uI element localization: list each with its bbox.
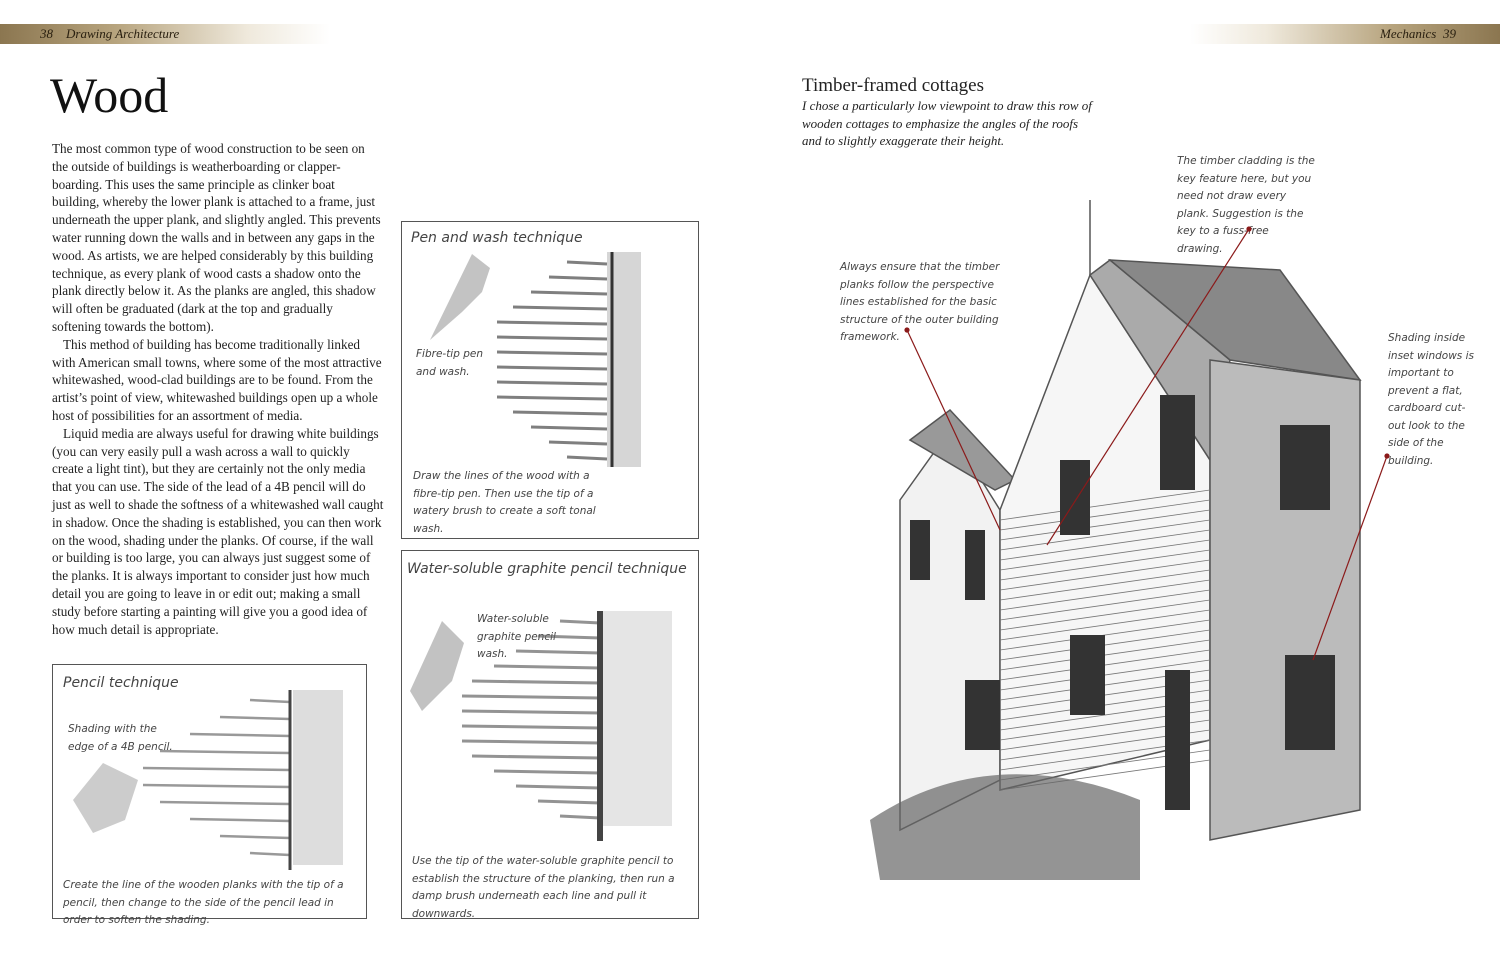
box-caption: Create the line of the wooden planks wit… — [63, 879, 344, 926]
plank-stroke — [530, 290, 608, 296]
cladding-line — [999, 509, 1211, 541]
pencil-illustration — [73, 690, 343, 870]
pencil-box: Pencil technique Shading with the edge o… — [52, 664, 367, 926]
plank-stroke — [548, 440, 608, 446]
box-label: Water-soluble graphite pencil wash. — [477, 613, 556, 660]
page-title: Wood — [50, 67, 169, 123]
plank-stroke — [512, 305, 608, 311]
plank-stroke — [159, 800, 291, 806]
annotation-perspective: Always ensure that the timber planks fol… — [840, 261, 1000, 343]
plank-stroke — [530, 425, 608, 431]
annotation-windows: Shading inside inset windows is importan… — [1388, 332, 1474, 467]
pointer-line — [1046, 228, 1250, 546]
pen-wash-box: Pen and wash technique Fibre-tip pen and… — [401, 221, 699, 539]
plank-stroke — [471, 754, 601, 760]
paragraph: The most common type of wood constructio… — [52, 141, 381, 334]
cladding-line — [999, 609, 1211, 641]
pointer-line — [1312, 455, 1388, 661]
plank-stroke — [219, 715, 291, 721]
header-left: 38 Drawing Architecture — [0, 24, 330, 44]
plank-stroke — [496, 395, 608, 401]
plank-stroke — [566, 455, 608, 461]
box-label: Shading with the edge of a 4B pencil. — [68, 723, 173, 753]
plank-stroke — [515, 784, 601, 790]
paragraph: Liquid media are always useful for drawi… — [52, 425, 384, 637]
cladding-line — [999, 539, 1211, 571]
plank-stroke — [496, 380, 608, 386]
cladding-line — [999, 599, 1211, 631]
graphite-illustration — [410, 611, 672, 841]
plank-stroke — [548, 275, 608, 281]
plank-stroke — [566, 260, 608, 266]
plank-stroke — [159, 749, 291, 755]
plank-stroke — [249, 698, 291, 704]
plank-stroke — [189, 817, 291, 823]
body-text: The most common type of wood constructio… — [52, 140, 384, 638]
plank-stroke — [461, 724, 601, 730]
plank-stroke — [461, 739, 601, 745]
annotation-cladding: The timber cladding is the key feature h… — [1177, 155, 1315, 255]
plank-stroke — [496, 335, 608, 341]
pen-wash-illustration — [430, 252, 641, 467]
cladding-line — [999, 499, 1211, 531]
plank-stroke — [496, 365, 608, 371]
paragraph: This method of building has become tradi… — [52, 336, 382, 423]
cladding-line — [999, 519, 1211, 551]
box-title: Pen and wash technique — [411, 230, 583, 246]
box-caption: Use the tip of the water-soluble graphit… — [412, 855, 675, 920]
water-soluble-box: Water-soluble graphite pencil technique … — [401, 550, 699, 920]
plank-stroke — [461, 694, 601, 700]
plank-stroke — [559, 619, 601, 625]
cladding-line — [999, 549, 1211, 581]
page-number-left: 38 — [40, 26, 53, 41]
cladding-line — [999, 489, 1211, 521]
plank-stroke — [496, 350, 608, 356]
cladding-line — [999, 589, 1211, 621]
cladding-line — [999, 529, 1211, 561]
plank-stroke — [559, 814, 601, 820]
plank-stroke — [537, 799, 601, 805]
pointer-line — [906, 329, 1001, 531]
header-right: Mechanics 39 — [1190, 24, 1500, 44]
box-caption: Draw the lines of the wood with a fibre-… — [413, 470, 596, 535]
box-label: Fibre-tip pen and wash. — [416, 348, 484, 378]
section-name-left: Drawing Architecture — [66, 26, 180, 41]
section-intro: I chose a particularly low viewpoint to … — [802, 98, 1092, 148]
box-title: Water-soluble graphite pencil technique — [407, 561, 687, 577]
plank-stroke — [142, 783, 291, 789]
plank-stroke — [471, 679, 601, 685]
cladding-line — [999, 579, 1211, 611]
box-title: Pencil technique — [63, 675, 179, 691]
section-title: Timber-framed cottages — [802, 75, 985, 96]
plank-stroke — [496, 320, 608, 326]
plank-stroke — [493, 769, 601, 775]
section-name-right: Mechanics — [1380, 26, 1437, 41]
plank-stroke — [512, 410, 608, 416]
plank-stroke — [461, 709, 601, 715]
plank-stroke — [249, 851, 291, 857]
cottage-drawing — [870, 200, 1362, 880]
plank-stroke — [493, 664, 601, 670]
cladding-line — [999, 569, 1211, 601]
page-number-right: 39 — [1443, 26, 1456, 41]
cladding-line — [999, 559, 1211, 591]
plank-stroke — [219, 834, 291, 840]
plank-stroke — [142, 766, 291, 772]
plank-stroke — [515, 649, 601, 655]
plank-stroke — [189, 732, 291, 738]
plank-stroke — [537, 634, 601, 640]
